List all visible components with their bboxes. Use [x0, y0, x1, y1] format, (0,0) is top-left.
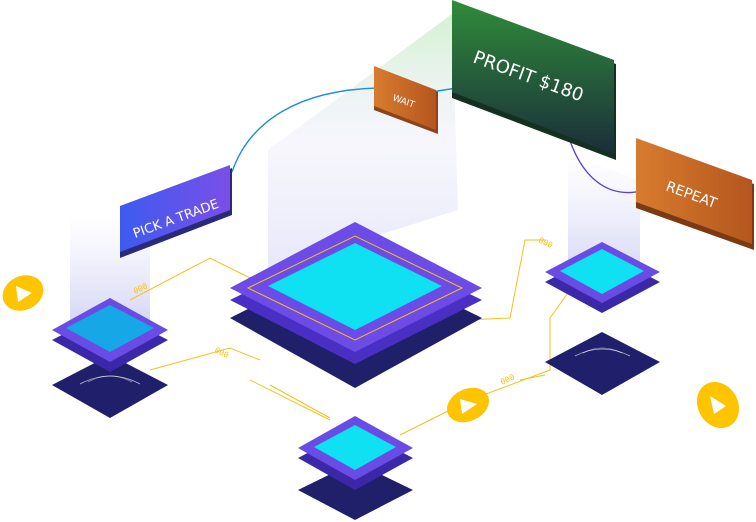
play-icon[interactable] — [689, 374, 748, 436]
sign-pick-a-trade: PICK A TRADE — [120, 165, 232, 258]
sign-repeat: REPEAT — [636, 138, 754, 250]
play-icon[interactable] — [441, 381, 494, 429]
bottom-platform — [298, 416, 413, 520]
base-tile-left — [52, 355, 168, 418]
sign-profit: PROFIT $180 — [452, 0, 616, 160]
right-platform — [545, 242, 660, 313]
sign-wait: WAIT — [374, 66, 438, 134]
play-icon[interactable] — [0, 269, 49, 318]
connector-label: 000 — [537, 236, 554, 250]
center-platform — [230, 222, 482, 364]
connector-label: 000 — [213, 346, 230, 360]
circuit-lines — [129, 239, 571, 436]
connector-label: 000 — [499, 372, 516, 386]
base-tile-right — [545, 332, 660, 395]
left-platform — [52, 298, 168, 372]
